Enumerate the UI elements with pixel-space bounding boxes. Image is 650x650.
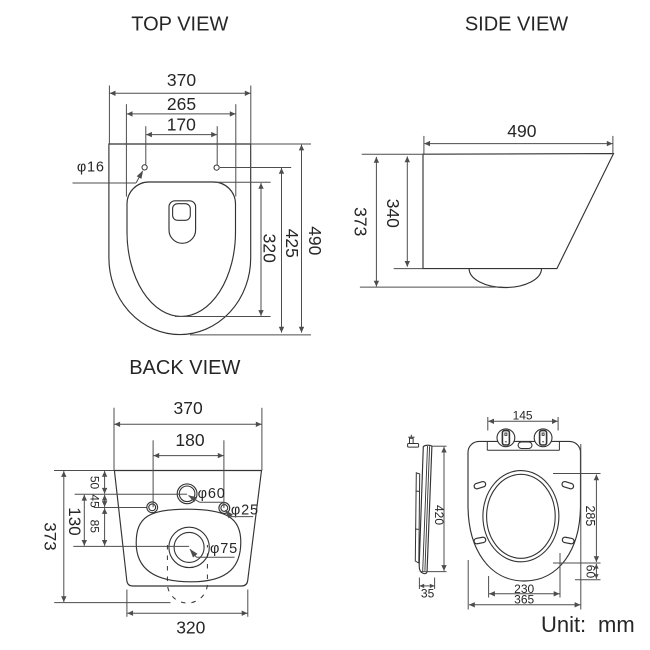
svg-text::: : xyxy=(580,612,586,637)
svg-text:180: 180 xyxy=(175,430,204,450)
svg-text:φ75: φ75 xyxy=(210,541,238,557)
svg-text:130: 130 xyxy=(65,507,84,535)
svg-text:φ25: φ25 xyxy=(231,502,259,518)
svg-text:85: 85 xyxy=(88,520,102,534)
svg-text:φ60: φ60 xyxy=(198,486,226,502)
svg-text:35: 35 xyxy=(421,587,435,601)
svg-text:320: 320 xyxy=(260,234,280,263)
svg-text:370: 370 xyxy=(167,70,196,90)
svg-text:145: 145 xyxy=(513,408,533,422)
svg-text:425: 425 xyxy=(282,229,302,258)
svg-text:373: 373 xyxy=(351,207,371,236)
svg-text:373: 373 xyxy=(40,522,59,550)
svg-text:365: 365 xyxy=(514,593,534,607)
svg-text:340: 340 xyxy=(383,199,403,228)
svg-text:230: 230 xyxy=(514,582,534,596)
svg-text:SIDE VIEW: SIDE VIEW xyxy=(465,13,568,35)
svg-text:370: 370 xyxy=(173,398,202,418)
svg-text:60: 60 xyxy=(583,565,597,579)
svg-text:50: 50 xyxy=(87,476,101,490)
svg-text:490: 490 xyxy=(305,226,325,255)
svg-text:490: 490 xyxy=(507,121,536,141)
svg-text:TOP VIEW: TOP VIEW xyxy=(131,13,228,35)
svg-text:420: 420 xyxy=(432,505,446,525)
svg-text:mm: mm xyxy=(598,612,635,637)
svg-text:265: 265 xyxy=(167,94,196,114)
svg-text:45: 45 xyxy=(88,494,102,508)
svg-text:BACK VIEW: BACK VIEW xyxy=(129,357,240,379)
svg-text:170: 170 xyxy=(167,115,196,135)
svg-text:Unit: Unit xyxy=(541,612,580,637)
svg-text:320: 320 xyxy=(176,617,205,637)
svg-text:φ16: φ16 xyxy=(77,160,105,176)
svg-text:285: 285 xyxy=(583,505,597,526)
